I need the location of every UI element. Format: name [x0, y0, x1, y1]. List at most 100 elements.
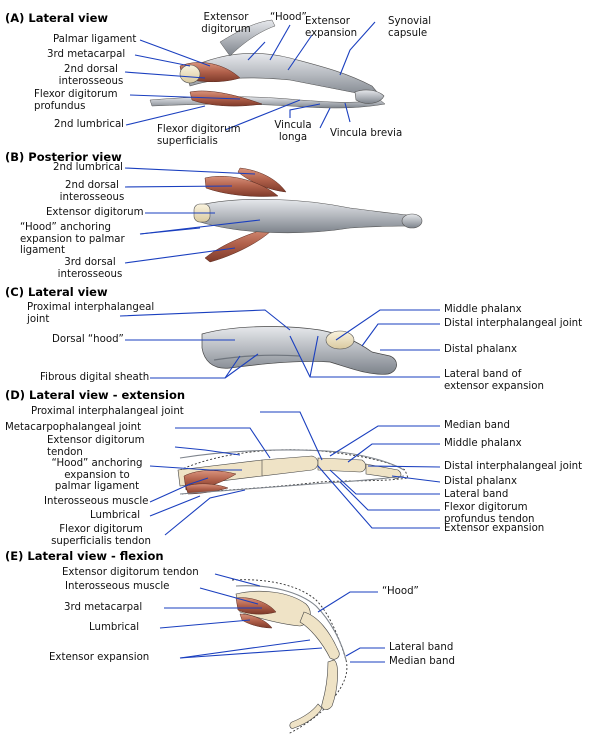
label-a-vincula-longa: Vincula longa — [268, 120, 318, 143]
leader-a-3rd-metacarpal — [134, 54, 191, 67]
label-e-3rd-metacarpal: 3rd metacarpal — [64, 602, 143, 613]
label-b-2nd-dorsal-interosseous-line2: interosseous — [59, 191, 125, 203]
label-d-fdp-tendon: Flexor digitorum profundus tendon — [444, 502, 535, 525]
label-d-fdp-tendon-line1: Flexor digitorum — [444, 502, 528, 513]
label-d-ext-dig-tendon-line1: Extensor digitorum — [47, 435, 145, 446]
panel-b-fingertip — [401, 213, 423, 229]
label-b-2nd-lumbrical: 2nd lumbrical — [53, 162, 124, 173]
label-d-fds-tendon: Flexor digitorum superficialis tendon — [40, 524, 162, 547]
label-d-hood: “Hood” anchoring expansion to palmar lig… — [45, 458, 149, 493]
leader-c-middle-phalanx — [335, 309, 440, 341]
leader-e-lateral-band — [345, 647, 385, 657]
leader-d-extensor-expansion — [317, 465, 440, 529]
label-c-dorsal-hood: Dorsal “hood” — [52, 334, 124, 345]
label-b-2nd-dorsal-interosseous-line1: 2nd dorsal — [65, 180, 119, 191]
panel-a-finger — [149, 19, 386, 109]
label-c-pip-joint-line2: joint — [27, 313, 50, 325]
panel-e-extensor-tendon — [235, 585, 347, 661]
label-a-extensor-expansion-line2: expansion — [305, 27, 358, 39]
panel-a-title: (A) Lateral view — [5, 11, 109, 25]
panel-e-interosseous — [235, 597, 277, 615]
label-b-hood-line3: ligament — [20, 245, 66, 256]
label-d-hood-line2: expansion to — [64, 469, 130, 481]
label-a-2nd-lumbrical: 2nd lumbrical — [54, 119, 125, 130]
leader-d-ext-dig-tendon — [174, 446, 241, 456]
panel-a-flexor-tendons — [149, 96, 386, 109]
label-d-median-band: Median band — [444, 420, 510, 431]
panel-d-extensor-tendon — [179, 449, 405, 471]
label-a-vincula-longa-line1: Vincula — [274, 120, 312, 131]
label-a-fdp-line1: Flexor digitorum — [34, 89, 118, 100]
panel-d-middle-phalanx — [317, 457, 366, 473]
leader-e-hood — [317, 591, 378, 613]
label-d-interosseous: Interosseous muscle — [44, 496, 149, 507]
label-b-3rd-dorsal-interosseous-line1: 3rd dorsal — [64, 257, 116, 268]
label-c-pip-joint: Proximal interphalangeal joint — [27, 302, 154, 325]
panel-d-lumbrical — [185, 483, 229, 495]
panel-c-finger-body — [201, 326, 397, 375]
label-c-dip-joint: Distal interphalangeal joint — [444, 318, 583, 329]
label-a-fdp-line2: profundus — [34, 100, 86, 112]
leader-c-pip-joint — [119, 309, 291, 331]
leader-e-interosseous — [199, 587, 259, 605]
leader-c-lateral-band-2 — [309, 335, 319, 378]
label-a-extensor-digitorum-line1: Extensor — [203, 12, 249, 23]
label-a-3rd-metacarpal: 3rd metacarpal — [47, 49, 126, 60]
leader-b-2nd-dorsal-interosseous — [124, 185, 233, 188]
label-c-lateral-band-line2: extensor expansion — [444, 380, 544, 392]
leader-a-vincula-brevia-1 — [319, 107, 331, 129]
leader-a-fds — [224, 99, 301, 131]
label-d-dip-joint: Distal interphalangeal joint — [444, 461, 583, 472]
label-b-2nd-dorsal-interosseous: 2nd dorsal interosseous — [57, 180, 127, 203]
leader-a-vincula-longa — [289, 103, 321, 118]
leader-e-extensor-expansion-1 — [179, 647, 323, 659]
panel-c-title: (C) Lateral view — [5, 285, 108, 299]
leader-d-middle-phalanx — [347, 443, 440, 463]
label-a-hood: “Hood” — [270, 12, 307, 23]
panel-a-distal-tip — [354, 89, 385, 104]
leader-a-hood — [269, 24, 291, 61]
label-a-synovial-capsule-line1: Synovial — [388, 16, 432, 27]
leader-a-2nd-dorsal-interosseous — [124, 71, 206, 79]
label-c-fibrous-sheath: Fibrous digital sheath — [40, 372, 150, 383]
leader-lines — [119, 21, 441, 663]
leader-a-palmar-ligament — [139, 39, 211, 67]
label-a-fds: Flexor digitorum superficialis — [157, 124, 241, 147]
label-d-fdp-tendon-line2: profundus tendon — [444, 513, 535, 525]
label-d-distal-phalanx: Distal phalanx — [444, 476, 518, 487]
leader-c-dip-joint — [361, 323, 440, 347]
label-d-pip-joint: Proximal interphalangeal joint — [31, 406, 184, 417]
label-e-interosseous: Interosseous muscle — [65, 581, 170, 592]
label-b-hood: “Hood” anchoring expansion to palmar lig… — [20, 222, 125, 257]
panel-a-metacarpal-head — [179, 64, 201, 84]
label-b-hood-line1: “Hood” anchoring — [20, 222, 112, 233]
leader-d-interosseous — [149, 477, 209, 503]
panel-a-extensor-digitorum — [219, 19, 276, 57]
label-e-median-band: Median band — [389, 656, 455, 667]
panel-e-finger — [231, 579, 348, 735]
panel-d-flexor-tendon — [179, 475, 405, 495]
label-b-hood-line2: expansion to palmar — [20, 233, 125, 245]
label-a-fdp: Flexor digitorum profundus — [34, 89, 118, 112]
leader-d-distal-phalanx — [391, 475, 441, 483]
leader-c-fibrous-sheath-2 — [224, 353, 259, 379]
label-d-extensor-expansion: Extensor expansion — [444, 523, 545, 534]
leader-d-mcp-joint — [175, 427, 271, 459]
label-e-lumbrical: Lumbrical — [89, 622, 140, 633]
label-c-lateral-band-line1: Lateral band of — [444, 369, 522, 380]
label-d-hood-line1: “Hood” anchoring — [51, 458, 143, 469]
label-d-lumbrical: Lumbrical — [90, 510, 141, 521]
label-d-ext-dig-tendon: Extensor digitorum tendon — [47, 435, 145, 458]
label-c-pip-joint-line1: Proximal interphalangeal — [27, 302, 155, 313]
panel-e-middle-phalanx — [321, 659, 338, 710]
leader-d-hood — [149, 465, 242, 471]
label-c-distal-phalanx: Distal phalanx — [444, 344, 518, 355]
label-a-palmar-ligament: Palmar ligament — [53, 34, 137, 45]
panel-e-lumbrical — [239, 613, 273, 629]
panel-b-2nd-dorsal-interosseous — [204, 175, 279, 197]
label-a-extensor-digitorum-line2: digitorum — [201, 23, 251, 35]
panel-c-middle-phalanx-head — [325, 330, 355, 350]
label-e-hood: “Hood” — [382, 586, 419, 597]
leader-d-fds-tendon — [164, 489, 246, 536]
